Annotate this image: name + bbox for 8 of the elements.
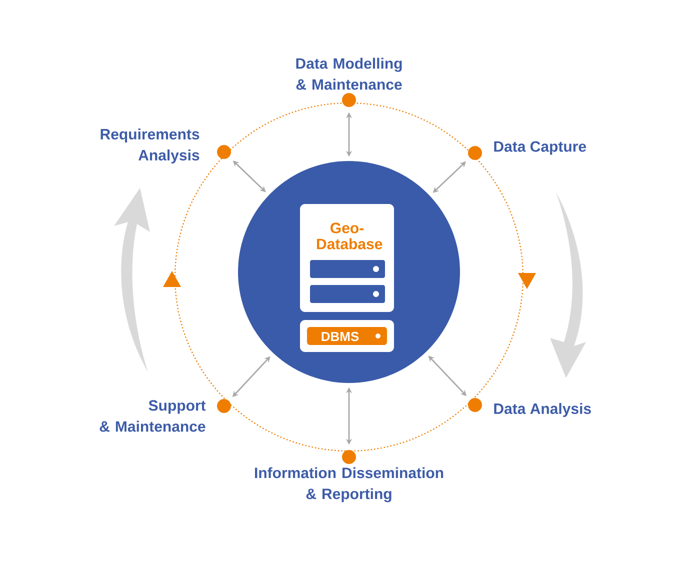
stage-label: Information Dissemination & Reporting [255, 467, 444, 502]
stage-label: Support & Maintenance [100, 400, 206, 432]
stage-label: Data Modelling & Maintenance [296, 58, 402, 90]
title-text: Geo-Database [317, 222, 382, 250]
stage-label: Data Capture [494, 141, 586, 155]
dbms-label: DBMS [307, 327, 387, 345]
stage-label: Requirements Analysis [100, 128, 200, 164]
stage-label: Data Analysis [494, 403, 591, 417]
